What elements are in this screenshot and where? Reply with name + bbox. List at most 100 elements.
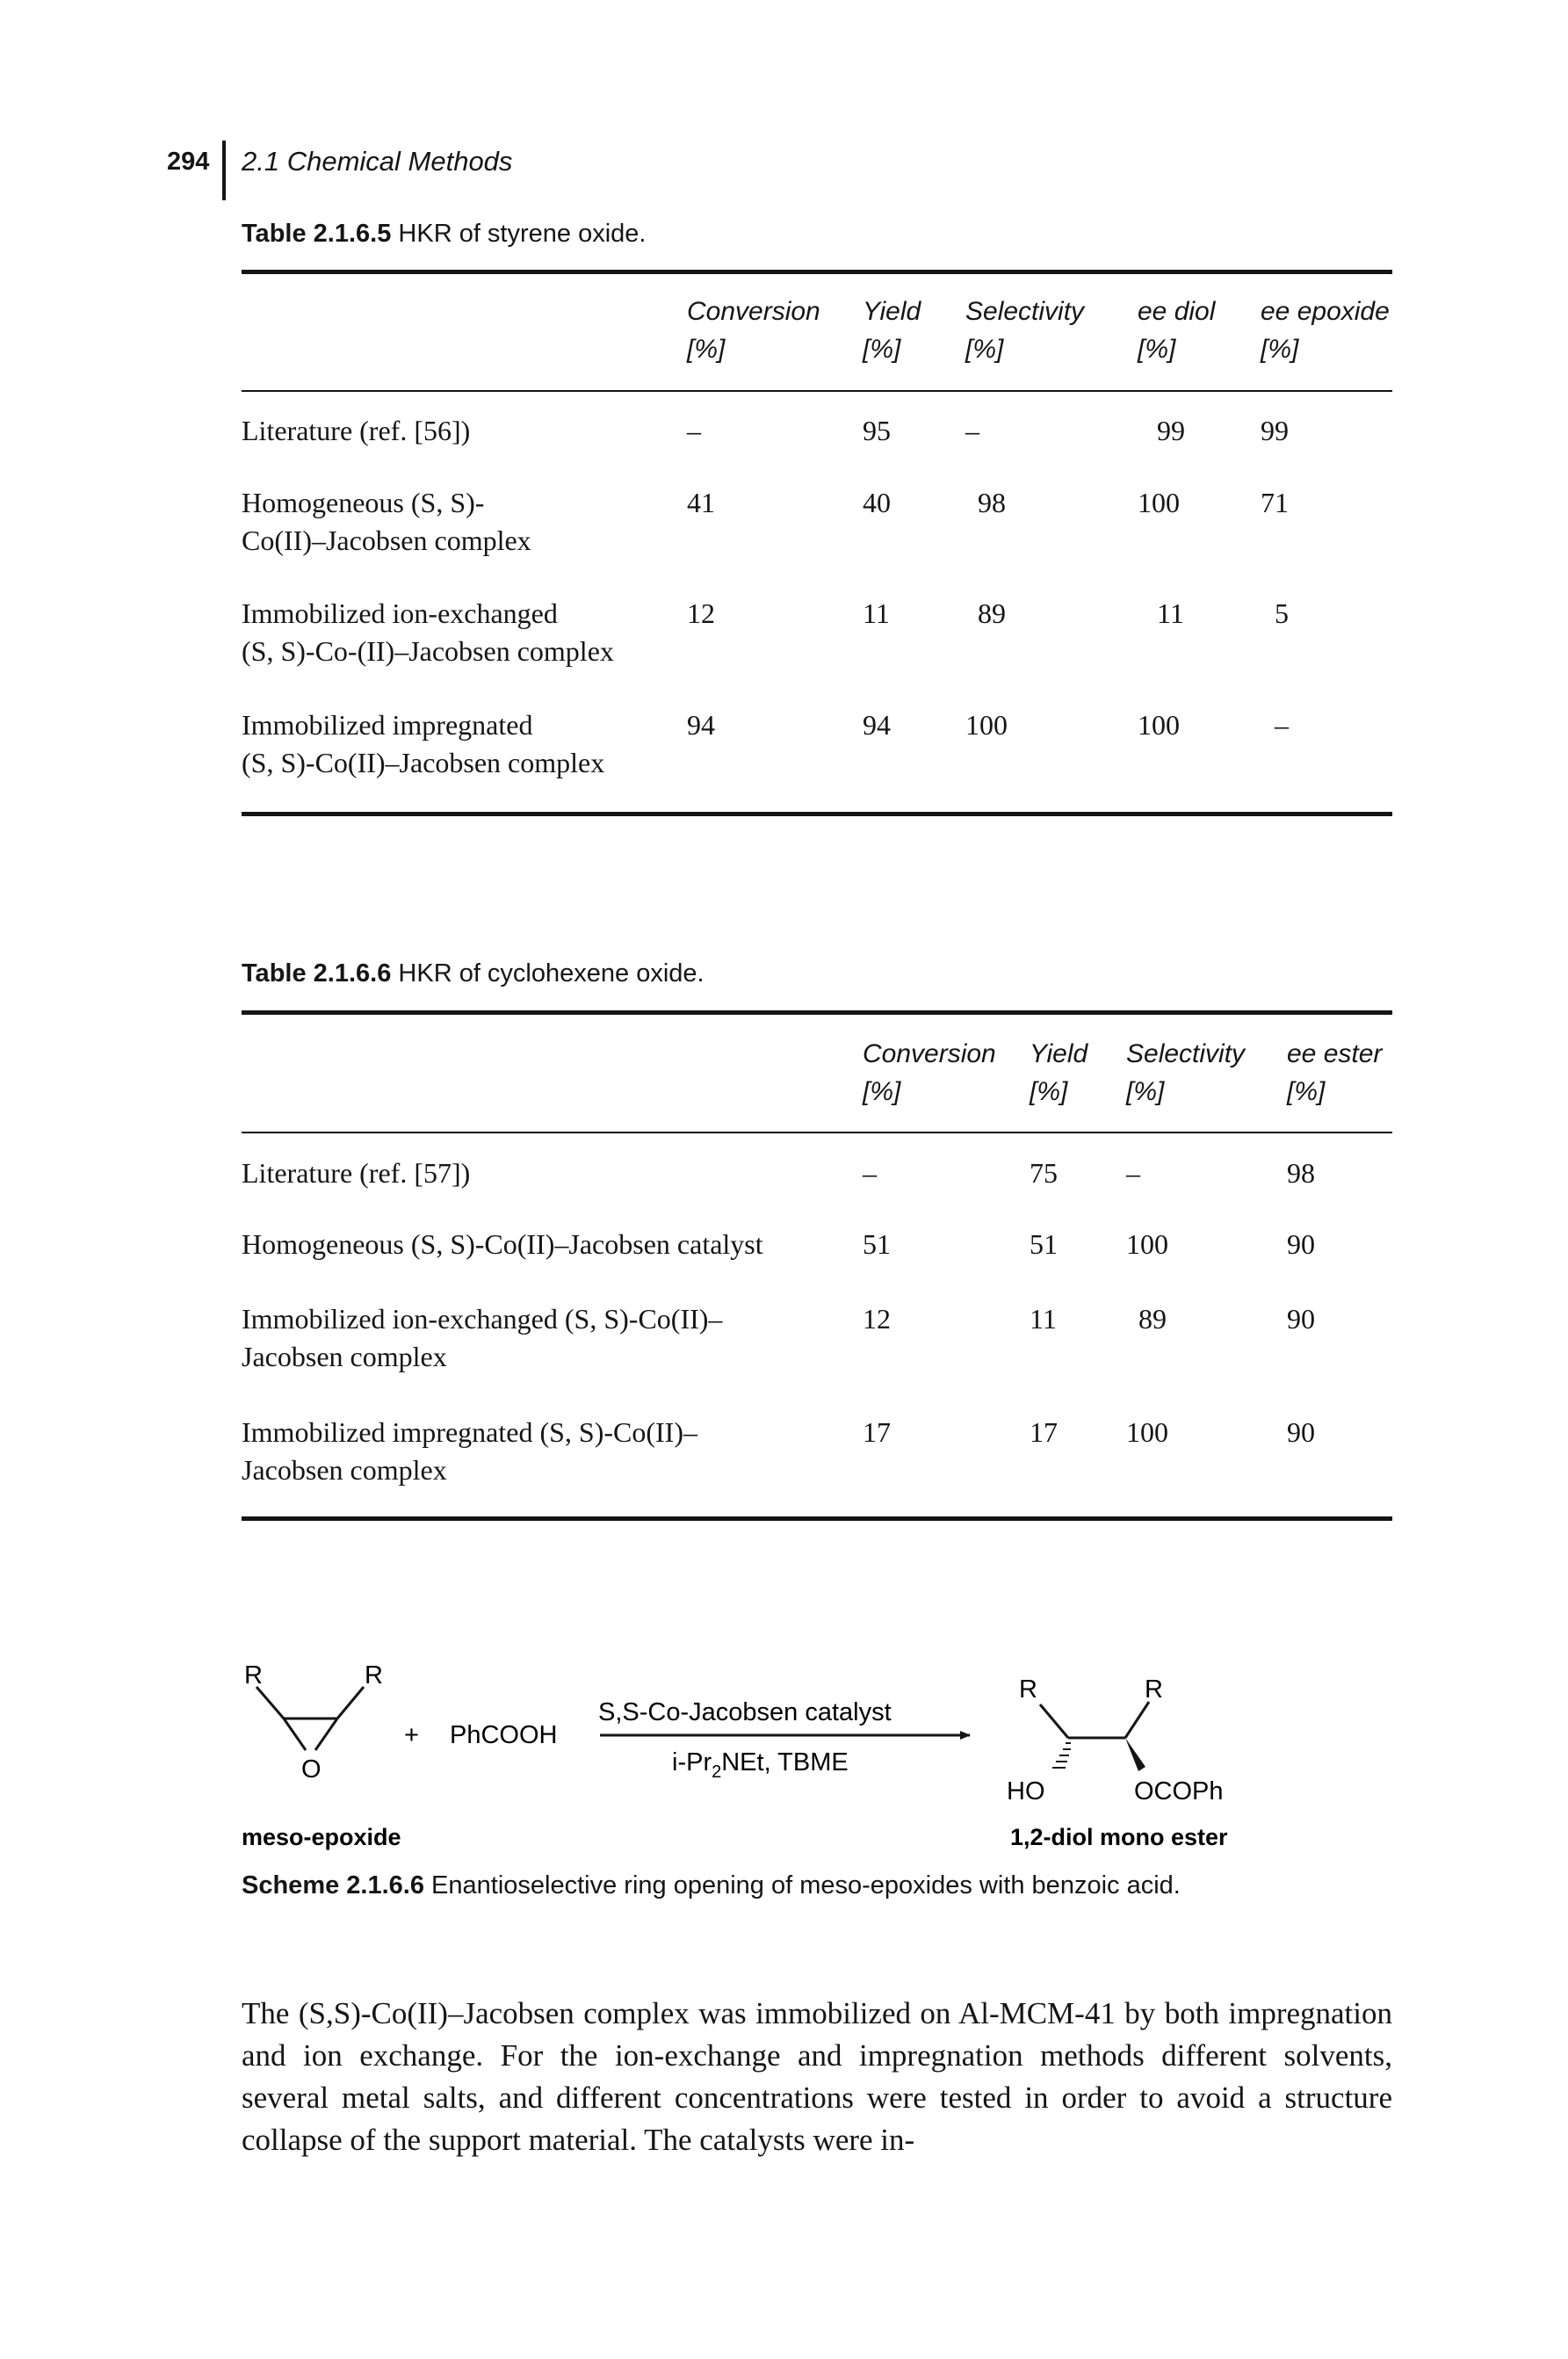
table1-col-header: Yield[%] <box>863 297 921 364</box>
cell: 40 <box>863 487 891 518</box>
cell: 12 <box>863 1303 891 1335</box>
cell: 89 <box>978 597 1006 629</box>
cell: 17 <box>863 1416 891 1448</box>
table2-col-header: Yield[%] <box>1030 1039 1088 1106</box>
page-number: 294 <box>167 148 210 176</box>
table1-header-rule <box>242 390 1392 392</box>
table2-header-rule <box>242 1132 1392 1133</box>
scheme-caption-text: Enantioselective ring opening of meso-ep… <box>431 1871 1181 1900</box>
cell: 90 <box>1287 1228 1315 1260</box>
cell: 98 <box>1287 1157 1315 1189</box>
scheme-caption-label: Scheme 2.1.6.6 <box>242 1871 424 1900</box>
table-row: Homogeneous (S, S)-Co(II)–Jacobsen catal… <box>242 1208 1392 1283</box>
table-row: Literature (ref. [56]) – 95 – 99 99 <box>242 390 1392 465</box>
table1-col-header: ee epoxide[%] <box>1261 297 1390 364</box>
epoxide-bond <box>314 1718 339 1751</box>
cell: – <box>863 1157 877 1189</box>
scheme-caption: Scheme 2.1.6.6 Enantioselective ring ope… <box>242 1871 1181 1900</box>
product-hydroxy: HO <box>1007 1777 1045 1805</box>
table2-caption-text: HKR of cyclohexene oxide. <box>398 959 705 988</box>
row-label: Homogeneous (S, S)-Co(II)–Jacobsen catal… <box>242 1228 763 1260</box>
product-bond <box>1124 1701 1151 1739</box>
cell: 90 <box>1287 1416 1315 1448</box>
epoxide-bond <box>282 1718 307 1751</box>
cell: 90 <box>1287 1303 1315 1335</box>
cell: 51 <box>863 1228 891 1260</box>
cell: 17 <box>1030 1416 1058 1448</box>
table1-col-header: Selectivity[%] <box>965 297 1085 364</box>
row-label: Literature (ref. [56]) <box>242 415 471 446</box>
cell: 100 <box>1138 487 1180 518</box>
diol-ester-structure: R R HO OCOPh <box>1007 1675 1224 1805</box>
table1-col-header: Conversion[%] <box>687 297 820 364</box>
cell: 94 <box>863 709 891 741</box>
cell: 11 <box>1030 1303 1057 1335</box>
cell: 41 <box>687 487 715 518</box>
body-paragraph: The (S,S)-Co(II)–Jacobsen complex was im… <box>242 1996 1392 2157</box>
cell: – <box>1126 1157 1140 1189</box>
plus-sign: + <box>404 1721 419 1749</box>
cell: 75 <box>1030 1157 1058 1189</box>
product-r2: R <box>1145 1675 1163 1704</box>
cell: 98 <box>978 487 1006 518</box>
solid-wedge-bond <box>1125 1738 1145 1771</box>
table2-col-header: Conversion[%] <box>863 1039 996 1106</box>
row-label: Immobilized impregnated(S, S)-Co(II)–Jac… <box>242 709 605 778</box>
table2-col-header: ee ester[%] <box>1287 1039 1383 1106</box>
epoxide-oxygen: O <box>301 1755 322 1784</box>
row-label: Immobilized ion-exchanged (S, S)-Co(II)–… <box>242 1303 723 1372</box>
table-row: Immobilized ion-exchanged (S, S)-Co(II)–… <box>242 1283 1392 1396</box>
epoxide-r1: R <box>244 1661 263 1690</box>
cell: 100 <box>1126 1228 1168 1260</box>
table2: Conversion[%] Yield[%] Selectivity[%] ee… <box>242 1035 1392 1502</box>
table-row: Homogeneous (S, S)-Co(II)–Jacobsen compl… <box>242 465 1392 577</box>
cell: – <box>1275 709 1289 741</box>
conditions-label: i-Pr2NEt, TBME <box>672 1748 849 1782</box>
cell: 99 <box>1157 415 1185 446</box>
cell: 100 <box>1138 709 1180 741</box>
table-row: Literature (ref. [57]) – 75 – 98 <box>242 1133 1392 1208</box>
cell: 12 <box>687 597 715 629</box>
cell: 89 <box>1138 1303 1167 1335</box>
cell: 94 <box>687 709 715 741</box>
meso-epoxide-label: meso-epoxide <box>242 1824 401 1850</box>
cell: 51 <box>1030 1228 1058 1260</box>
cell: 100 <box>1126 1416 1168 1448</box>
table2-caption-label: Table 2.1.6.6 <box>242 959 392 988</box>
epoxide-bond <box>336 1686 365 1719</box>
header-divider <box>222 141 226 200</box>
table2-bottom-rule <box>242 1516 1392 1521</box>
cell: 11 <box>863 597 890 629</box>
product-label: 1,2-diol mono ester <box>1010 1824 1228 1850</box>
cell: – <box>687 415 701 446</box>
cell: – <box>965 415 979 446</box>
cell: 95 <box>863 415 891 446</box>
cell: 99 <box>1261 415 1289 446</box>
table2-top-rule <box>242 1010 1392 1015</box>
row-label: Immobilized ion-exchanged(S, S)-Co-(II)–… <box>242 597 614 667</box>
table-row: Immobilized ion-exchanged(S, S)-Co-(II)–… <box>242 577 1392 689</box>
table1-bottom-rule <box>242 812 1392 816</box>
epoxide-bond <box>255 1686 285 1719</box>
hashed-wedge-bond <box>1052 1742 1071 1769</box>
row-label: Homogeneous (S, S)-Co(II)–Jacobsen compl… <box>242 487 531 556</box>
meso-epoxide-structure: R R O <box>244 1661 383 1784</box>
cell: 5 <box>1275 597 1289 629</box>
table1-col-header: ee diol[%] <box>1138 297 1216 364</box>
table1: Conversion[%] Yield[%] Selectivity[%] ee… <box>242 293 1392 799</box>
product-bond <box>1038 1704 1070 1739</box>
table1-caption-text: HKR of styrene oxide. <box>398 220 647 248</box>
cell: 11 <box>1157 597 1184 629</box>
row-label: Literature (ref. [57]) <box>242 1157 471 1189</box>
table1-top-rule <box>242 270 1392 274</box>
cell: 100 <box>965 709 1008 741</box>
table2-col-header: Selectivity[%] <box>1126 1039 1246 1106</box>
cell: 71 <box>1261 487 1289 518</box>
table2-caption: Table 2.1.6.6 HKR of cyclohexene oxide. <box>242 959 705 988</box>
reagent-label: PhCOOH <box>450 1721 557 1749</box>
table1-caption: Table 2.1.6.5 HKR of styrene oxide. <box>242 220 646 249</box>
epoxide-r2: R <box>365 1661 383 1690</box>
catalyst-label: S,S-Co-Jacobsen catalyst <box>598 1698 892 1726</box>
table1-caption-label: Table 2.1.6.5 <box>242 220 392 248</box>
